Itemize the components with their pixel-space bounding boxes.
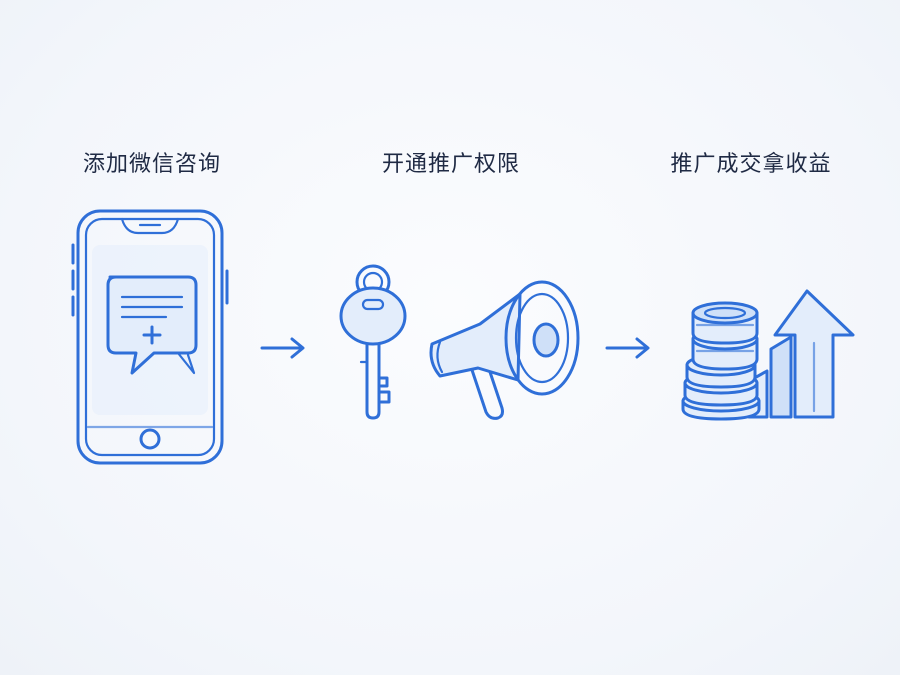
arrow-right-icon: [605, 337, 650, 359]
key-icon: [339, 264, 407, 420]
megaphone-icon: [429, 280, 580, 420]
step-2-label: 开通推广权限: [381, 152, 520, 177]
coins-growth-icon: [681, 289, 855, 421]
coin-stack: [681, 301, 761, 421]
step-3-label: 推广成交拿收益: [670, 152, 832, 177]
step-1-label: 添加微信咨询: [82, 152, 221, 177]
arrow-right-icon: [260, 337, 305, 359]
phone-chat-icon: [71, 209, 229, 465]
